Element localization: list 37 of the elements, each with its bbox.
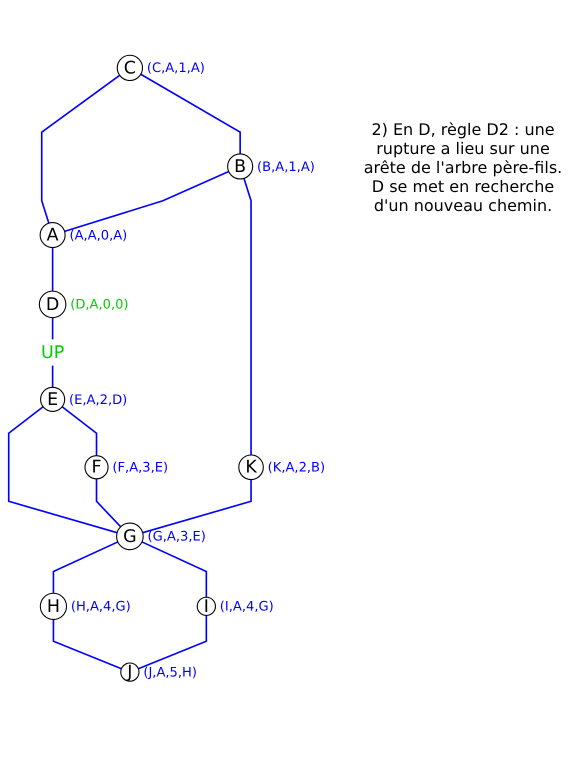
node-circle: H [40,592,68,620]
node-circle: G [116,522,144,550]
connector [140,74,241,154]
node-circle: I [196,596,216,616]
connector [243,178,252,456]
note-text: 2) En D, règle D2 : une rupture a lieu sur une arête de l'arbre père-fils. D se met en recherche d'un nouveau chemin. [363,120,563,215]
node-label: (G,A,3,E) [148,528,206,544]
node-label: (C,A,1,A) [146,60,205,76]
node-circle: D [38,290,66,318]
connector [40,74,120,224]
node-circle: B [227,153,254,180]
node-label: (F,A,3,E) [112,460,168,475]
node-label: (H,A,4,G) [70,598,131,614]
node-circle: K [238,454,264,480]
connector [64,170,230,232]
node-label: (E,A,2,D) [69,392,128,408]
node-circle: F [84,455,109,480]
node-label: (B,A,1,A) [257,158,315,174]
connector [96,478,122,528]
node-circle: C [116,54,144,82]
connector [52,619,122,670]
node-circle: E [40,386,66,412]
node-label: (J,A,5,H) [143,664,197,680]
connector [142,480,252,534]
node-label: (A,A,0,A) [69,227,128,243]
edge-label: UP [40,342,64,362]
node-label: (K,A,2,B) [268,460,326,475]
node-label: (I,A,4,G) [220,598,274,614]
node-circle: J [120,662,140,682]
connector [52,248,54,292]
connector [8,406,118,534]
node-label: (D,A,0,0) [70,296,129,312]
connector [52,541,118,594]
connector [62,406,98,456]
connector [142,541,208,598]
node-circle: A [40,222,66,248]
connector [138,615,208,670]
